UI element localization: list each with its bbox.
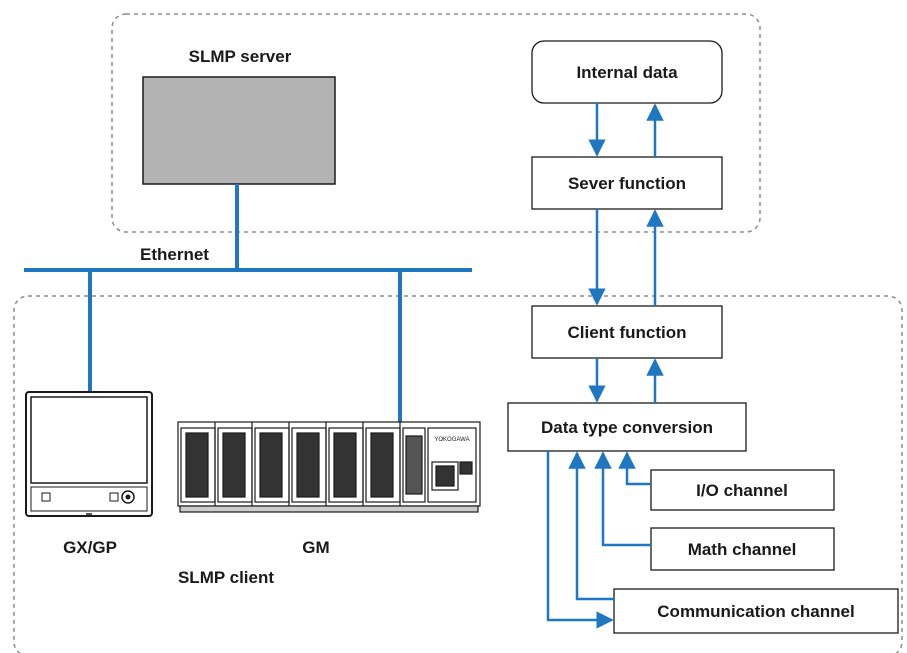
gm-brand-label: YOKOGAWA bbox=[434, 437, 469, 443]
communication-channel-box bbox=[613, 588, 899, 634]
arrow-conversion-to-comm bbox=[546, 451, 614, 629]
internal-data-label: Internal data bbox=[576, 63, 678, 82]
data-type-conversion-box bbox=[507, 402, 747, 452]
arrow-io-to-conversion bbox=[618, 451, 651, 486]
math-channel-box bbox=[650, 527, 835, 571]
arrow-comm-to-conversion bbox=[568, 451, 614, 601]
io-channel-box bbox=[650, 469, 835, 511]
client-function-box bbox=[531, 305, 723, 359]
math-channel-label: Math channel bbox=[688, 540, 797, 559]
slmp-client-label: SLMP client bbox=[178, 568, 274, 587]
server-group-border bbox=[111, 13, 761, 233]
slmp-server-box bbox=[142, 76, 336, 185]
slmp-server-label: SLMP server bbox=[189, 47, 292, 66]
internal-data-box bbox=[531, 40, 723, 104]
gm-device bbox=[177, 421, 481, 513]
gxgp-label: GX/GP bbox=[63, 538, 117, 557]
data-type-conversion-label: Data type conversion bbox=[541, 418, 713, 437]
arrow-math-to-conversion bbox=[594, 451, 651, 547]
ethernet-label: Ethernet bbox=[140, 245, 209, 264]
gxgp-device bbox=[25, 391, 153, 517]
communication-channel-label: Communication channel bbox=[657, 602, 854, 621]
server-function-box bbox=[531, 156, 723, 210]
gm-label: GM bbox=[302, 538, 329, 557]
io-channel-label: I/O channel bbox=[696, 481, 788, 500]
client-function-label: Client function bbox=[568, 323, 687, 342]
server-function-label: Sever function bbox=[568, 174, 686, 193]
client-group-border bbox=[13, 295, 903, 653]
